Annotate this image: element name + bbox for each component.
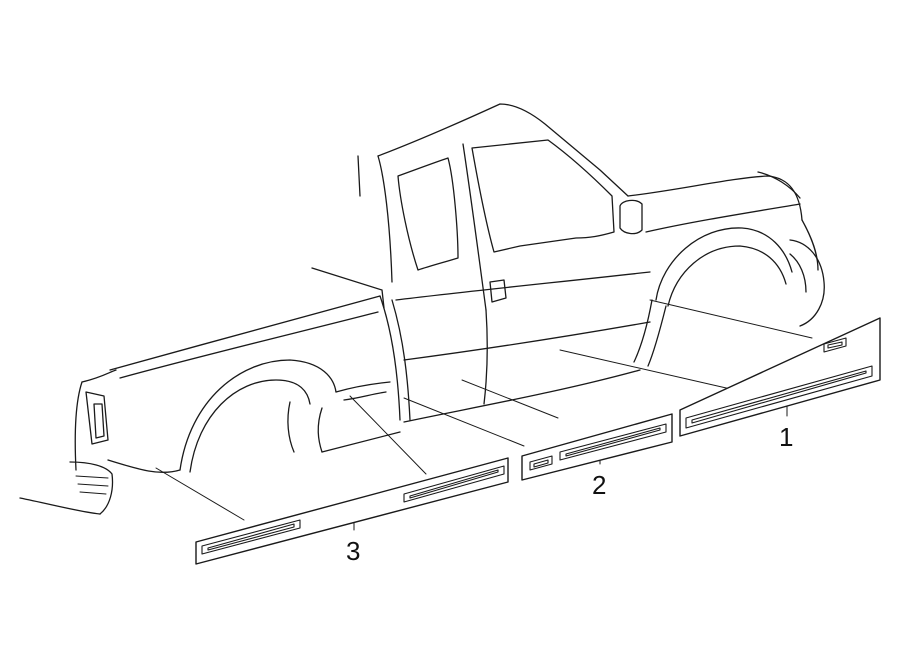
- part-1-front-molding-kit: [679, 317, 881, 437]
- pickup-truck-illustration: [19, 103, 825, 515]
- part-3-bed-molding-kit: [195, 457, 509, 565]
- callout-2: 2: [592, 470, 606, 500]
- part-2-rear-door-molding-kit: [521, 413, 673, 481]
- callout-3: 3: [346, 536, 360, 566]
- callout-1: 1: [779, 422, 793, 452]
- leader-lines: [155, 299, 813, 531]
